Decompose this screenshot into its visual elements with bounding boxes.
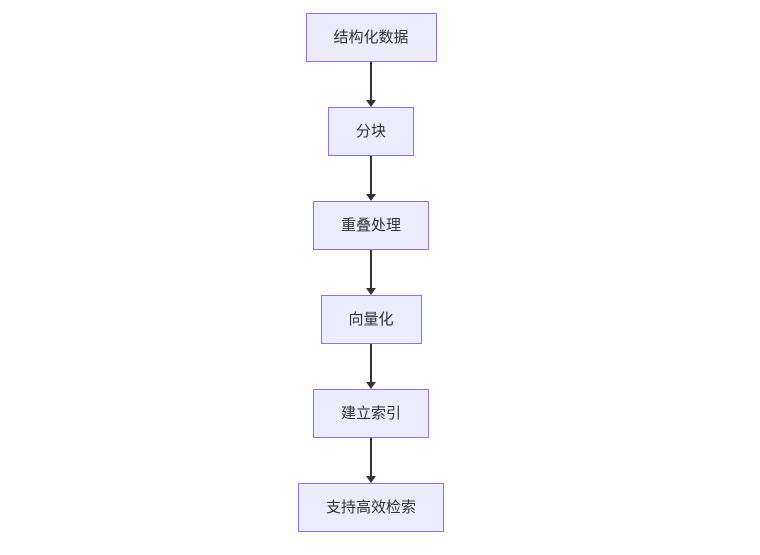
- flow-node-label: 分块: [355, 123, 387, 140]
- flow-node-label: 重叠处理: [340, 217, 402, 234]
- arrow-line: [370, 344, 372, 384]
- arrow-line: [370, 250, 372, 290]
- flow-node-overlap-processing: 重叠处理: [312, 201, 430, 250]
- flow-node-vectorization: 向量化: [320, 295, 422, 344]
- arrow-line: [370, 438, 372, 478]
- flow-node-label: 向量化: [348, 311, 394, 328]
- arrow-line: [370, 62, 372, 102]
- flow-node-label: 支持高效检索: [325, 499, 417, 516]
- flow-node-efficient-retrieval: 支持高效检索: [297, 483, 445, 532]
- flow-arrow: [365, 438, 377, 483]
- arrow-line: [370, 156, 372, 196]
- flow-node-build-index: 建立索引: [312, 389, 430, 438]
- flow-node-label: 建立索引: [340, 405, 402, 422]
- flow-arrow: [365, 62, 377, 107]
- arrow-head-icon: [365, 288, 376, 295]
- flow-arrow: [365, 344, 377, 389]
- arrow-head-icon: [365, 100, 376, 107]
- flow-node-chunking: 分块: [327, 107, 415, 156]
- arrow-head-icon: [365, 382, 376, 389]
- arrow-head-icon: [365, 476, 376, 483]
- flow-arrow: [365, 156, 377, 201]
- flow-node-label: 结构化数据: [333, 29, 409, 46]
- flow-node-structured-data: 结构化数据: [305, 13, 437, 62]
- arrow-head-icon: [365, 194, 376, 201]
- flowchart: 结构化数据 分块 重叠处理 向量化 建立索引 支持高效检索: [297, 13, 445, 532]
- flow-arrow: [365, 250, 377, 295]
